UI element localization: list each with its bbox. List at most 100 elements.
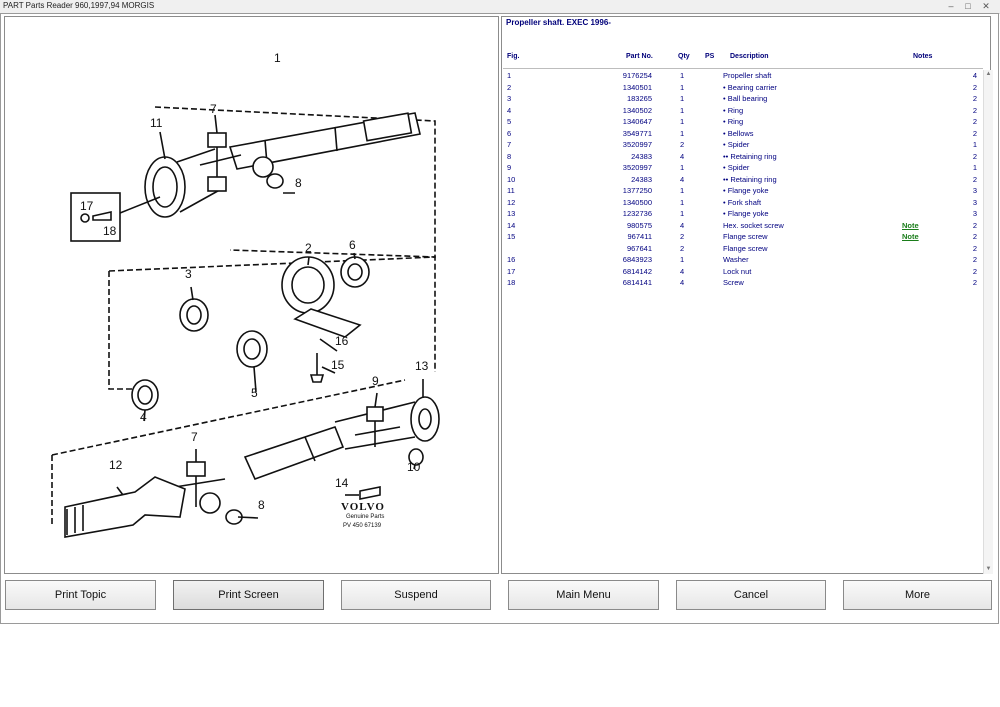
cell-description: •• Retaining ring	[723, 151, 777, 161]
cell-qty: 2	[680, 243, 685, 253]
cell-reference: 2	[972, 174, 977, 184]
cell-part-number: 6814141	[622, 278, 652, 287]
cell-part-number: 967411	[627, 232, 652, 241]
cell-part-number: 967641	[626, 243, 652, 253]
callout-3: 3	[185, 267, 192, 281]
cell-reference: 2	[972, 232, 977, 241]
cell-qty: 1	[680, 163, 685, 172]
parts-list-pane	[501, 16, 991, 574]
note-link[interactable]: Note	[902, 232, 919, 241]
cell-part-number: 6814142	[622, 266, 652, 276]
parts-list-scrollbar[interactable]: ▲ ▼	[983, 70, 993, 574]
cell-fig: 17	[507, 266, 516, 276]
cell-description: • Fork shaft	[723, 197, 762, 207]
cell-fig: 12	[507, 197, 516, 207]
cell-description: Flange screw	[723, 243, 768, 253]
note-link[interactable]: Note	[902, 220, 919, 230]
cell-part-number: 1377250	[622, 186, 652, 195]
cell-qty: 2	[680, 140, 685, 149]
cell-description: • Ring	[723, 117, 744, 126]
callout-13: 13	[415, 359, 429, 373]
cell-reference: 2	[972, 220, 977, 230]
cell-reference: 2	[972, 117, 977, 126]
callout-16: 16	[335, 334, 349, 348]
cell-part-number: 9176254	[622, 71, 652, 80]
callout-5: 5	[251, 386, 258, 400]
callout-9: 9	[372, 374, 379, 388]
print-topic-button[interactable]: Print Topic	[5, 580, 156, 610]
suspend-button[interactable]: Suspend	[341, 580, 491, 610]
cell-fig: 6	[507, 128, 512, 138]
cell-qty: 4	[680, 174, 685, 184]
header-divider	[503, 68, 983, 69]
maximize-button[interactable]: □	[965, 1, 971, 11]
cell-reference: 1	[972, 163, 977, 172]
cell-part-number: 1340502	[622, 105, 652, 115]
cell-description: • Ball bearing	[723, 94, 768, 103]
window-title: PART Parts Reader 960,1997,94 MORGIS	[3, 1, 155, 10]
callout-11: 11	[150, 116, 163, 130]
cell-reference: 2	[972, 266, 977, 276]
cell-part-number: 1340500	[622, 197, 652, 207]
cell-description: • Bearing carrier	[723, 82, 777, 92]
cell-fig: 7	[507, 140, 512, 149]
cell-qty: 1	[680, 255, 685, 264]
cell-qty: 1	[680, 94, 685, 103]
parts-list-title: Propeller shaft. EXEC 1996-	[506, 18, 611, 27]
cell-qty: 1	[680, 209, 685, 218]
scroll-up-icon[interactable]: ▲	[985, 71, 992, 77]
cell-reference: 2	[972, 94, 977, 103]
cell-qty: 1	[680, 105, 685, 115]
cell-fig: 9	[507, 163, 512, 172]
cell-description: • Flange yoke	[723, 186, 769, 195]
close-button[interactable]: ✕	[982, 1, 990, 11]
more-button[interactable]: More	[843, 580, 992, 610]
cell-description: Screw	[723, 278, 744, 287]
callout-12: 12	[109, 458, 123, 472]
scroll-down-icon[interactable]: ▼	[985, 566, 992, 572]
cell-reference: 2	[972, 255, 977, 264]
cell-part-number: 3520997	[622, 140, 652, 149]
cancel-button[interactable]: Cancel	[676, 580, 826, 610]
cell-reference: 2	[972, 128, 977, 138]
cell-reference: 2	[972, 278, 977, 287]
cell-fig: 8	[507, 151, 512, 161]
volvo-logo: VOLVO	[341, 501, 385, 513]
callout-17: 17	[80, 199, 94, 213]
cell-description: • Bellows	[723, 128, 754, 138]
cell-fig: 2	[507, 82, 512, 92]
cell-description: Hex. socket screw	[723, 220, 784, 230]
exploded-diagram-pane: 1 11 7 8 17 18 2 6 3 16 15 5 4 13 9 7 12…	[4, 16, 499, 574]
column-header-description: Description	[730, 53, 769, 60]
main-menu-button[interactable]: Main Menu	[508, 580, 659, 610]
cell-description: • Ring	[723, 105, 744, 115]
cell-reference: 3	[972, 186, 977, 195]
print-screen-button[interactable]: Print Screen	[173, 580, 324, 610]
callout-6: 6	[349, 238, 356, 252]
minimize-button[interactable]: –	[948, 1, 954, 11]
cell-qty: 1	[680, 82, 685, 92]
cell-description: •• Retaining ring	[723, 174, 777, 184]
callout-14: 14	[335, 476, 349, 490]
cell-part-number: 24383	[631, 174, 652, 184]
cell-fig: 14	[507, 220, 516, 230]
